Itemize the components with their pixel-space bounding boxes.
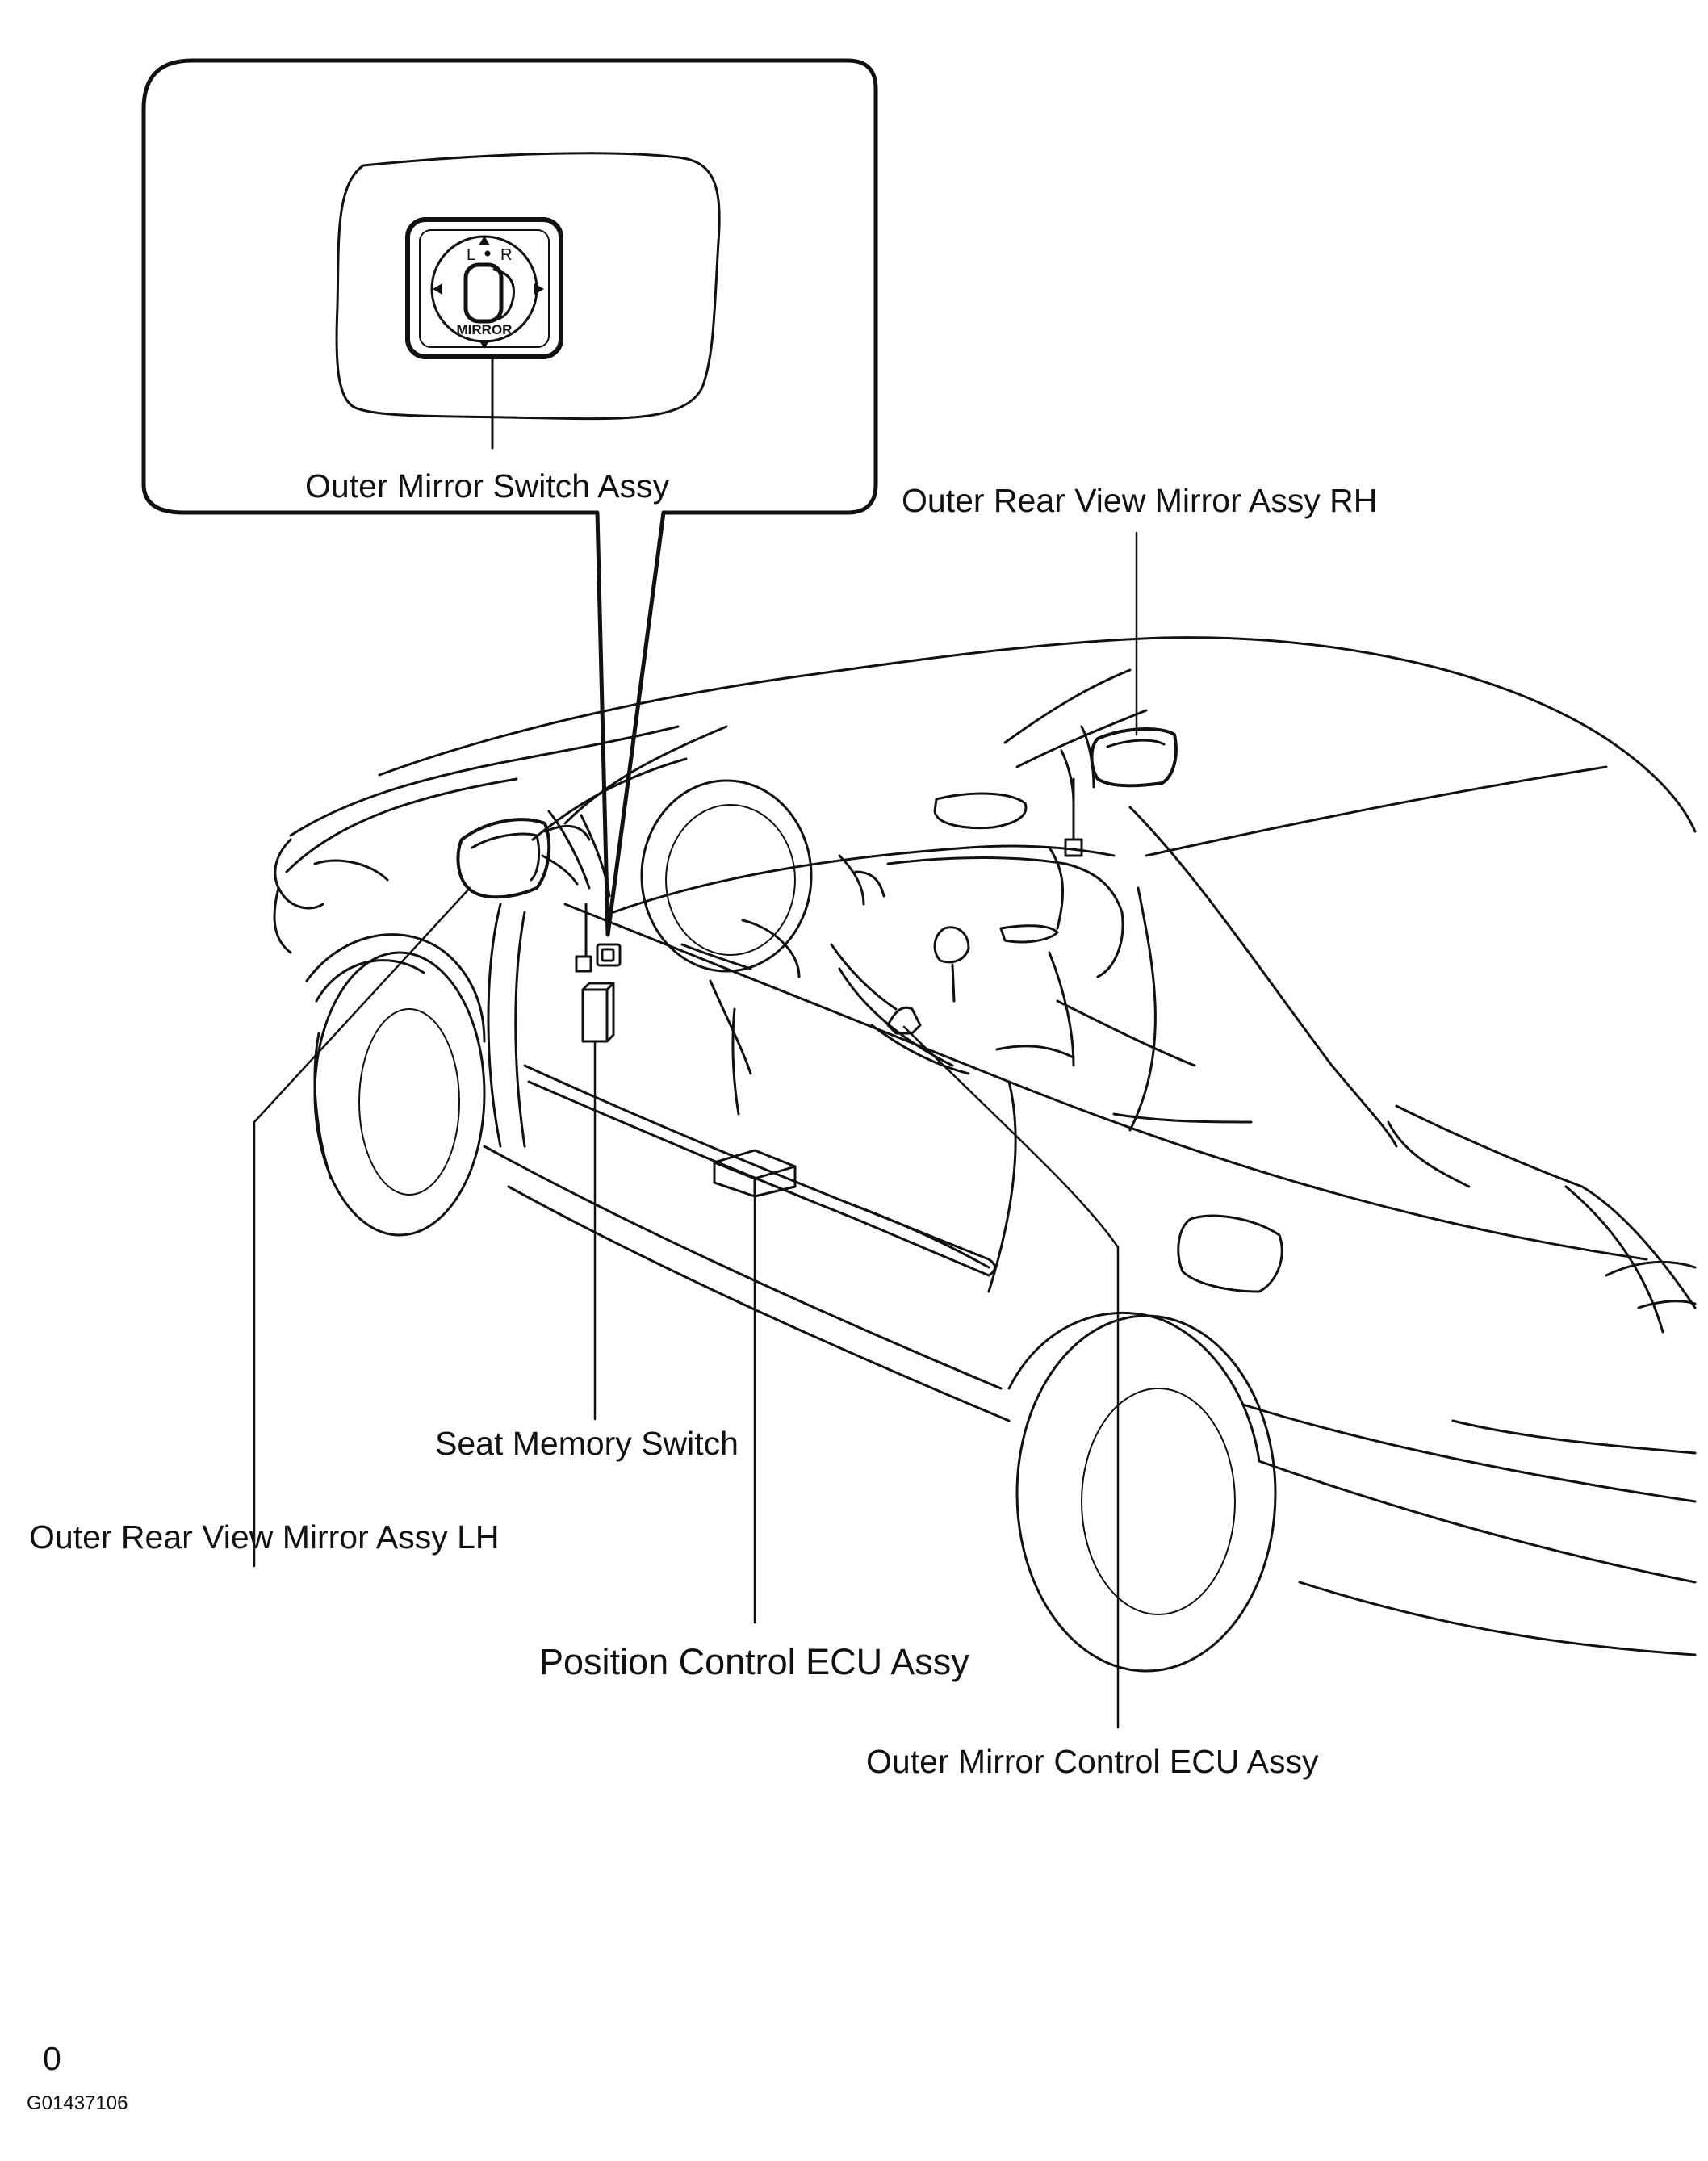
label-mirror-lh: Outer Rear View Mirror Assy LH <box>29 1518 500 1556</box>
right-mirror <box>1090 727 1178 788</box>
label-position-control-ecu: Position Control ECU Assy <box>539 1641 969 1682</box>
mirror-switch-body: L R MIRROR <box>405 217 563 359</box>
label-outer-mirror-ecu: Outer Mirror Control ECU Assy <box>866 1743 1319 1780</box>
page-mark: 0 <box>43 2040 61 2077</box>
component-mirror-harness-rh <box>1064 777 1083 857</box>
leader-outer-mirror-ecu <box>902 1025 1120 1729</box>
car-body <box>273 636 1697 1673</box>
arrow-down-icon <box>479 340 490 349</box>
leader-lines <box>253 531 1138 1729</box>
steering-wheel <box>640 779 813 973</box>
component-position-control-ecu <box>713 1149 797 1198</box>
fuel-lid <box>1177 1214 1283 1293</box>
switch-callout-bubble <box>141 58 878 937</box>
component-switch-on-door <box>596 943 622 967</box>
label-seat-memory-switch: Seat Memory Switch <box>435 1425 739 1462</box>
switch-mirror-caption: MIRROR <box>457 322 513 337</box>
switch-panel <box>335 152 721 421</box>
label-mirror-rh: Outer Rear View Mirror Assy RH <box>902 482 1378 519</box>
arrow-right-icon <box>534 283 544 295</box>
switch-right-letter: R <box>500 246 512 264</box>
rear-wheel <box>1015 1314 1277 1673</box>
arrow-up-icon <box>479 236 490 245</box>
component-outer-mirror-ecu <box>886 1006 922 1035</box>
component-seat-memory-switch <box>581 982 615 1043</box>
left-mirror <box>456 818 551 899</box>
component-mirror-harness-lh <box>575 903 592 973</box>
label-outer-mirror-switch: Outer Mirror Switch Assy <box>305 467 670 505</box>
switch-left-letter: L <box>467 246 475 264</box>
figure-id: G01437106 <box>27 2092 128 2114</box>
arrow-left-icon <box>433 283 442 295</box>
leader-mirror-lh <box>253 886 471 1568</box>
